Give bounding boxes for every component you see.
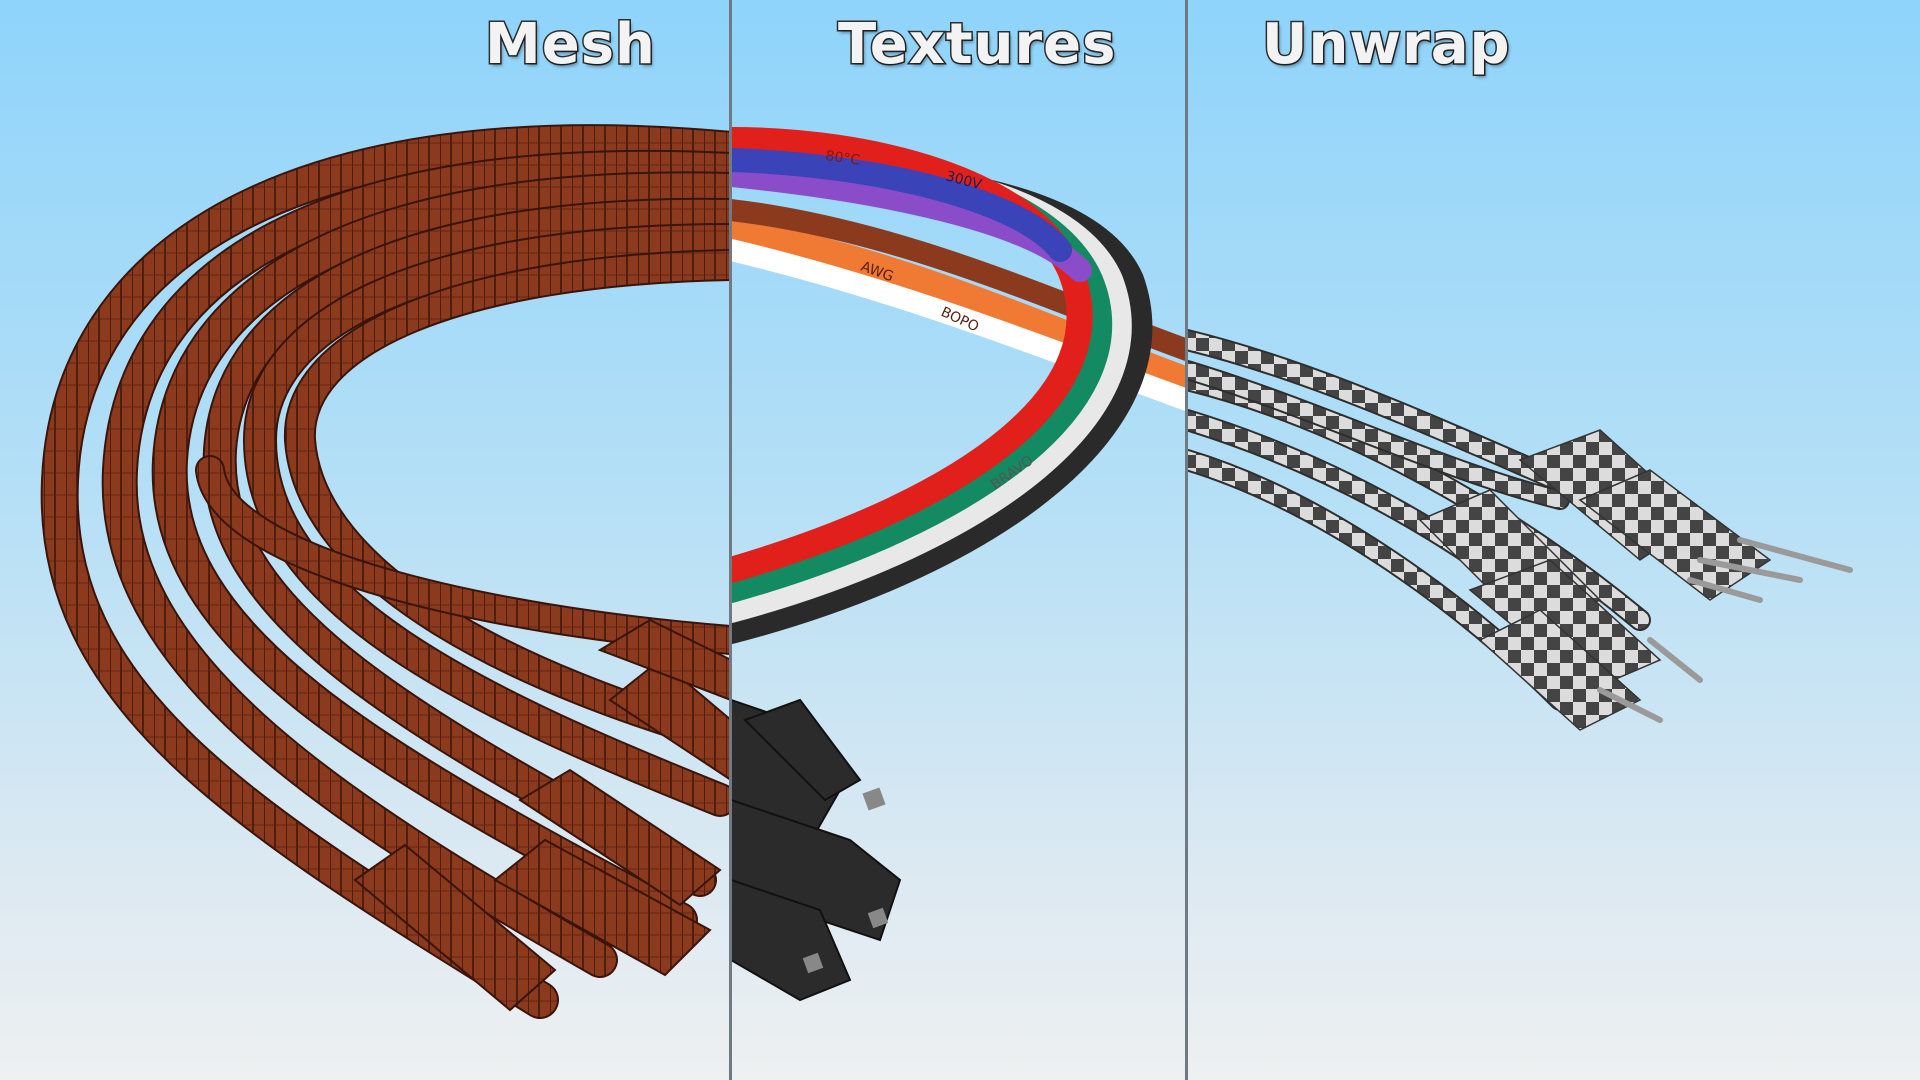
wire-print-a: 80°C — [824, 148, 861, 169]
mesh-wires — [40, 124, 731, 1019]
divider-left — [729, 0, 732, 1080]
textured-wires: 80°C 300V BOPO AWG BRAVO — [731, 127, 1187, 1002]
unwrap-wires — [1187, 329, 1853, 731]
panel-title-mesh: Mesh — [484, 11, 657, 79]
divider-right — [1185, 0, 1188, 1080]
panel-title-unwrap: Unwrap — [1261, 11, 1512, 79]
panel-title-textures: Textures — [836, 11, 1117, 79]
